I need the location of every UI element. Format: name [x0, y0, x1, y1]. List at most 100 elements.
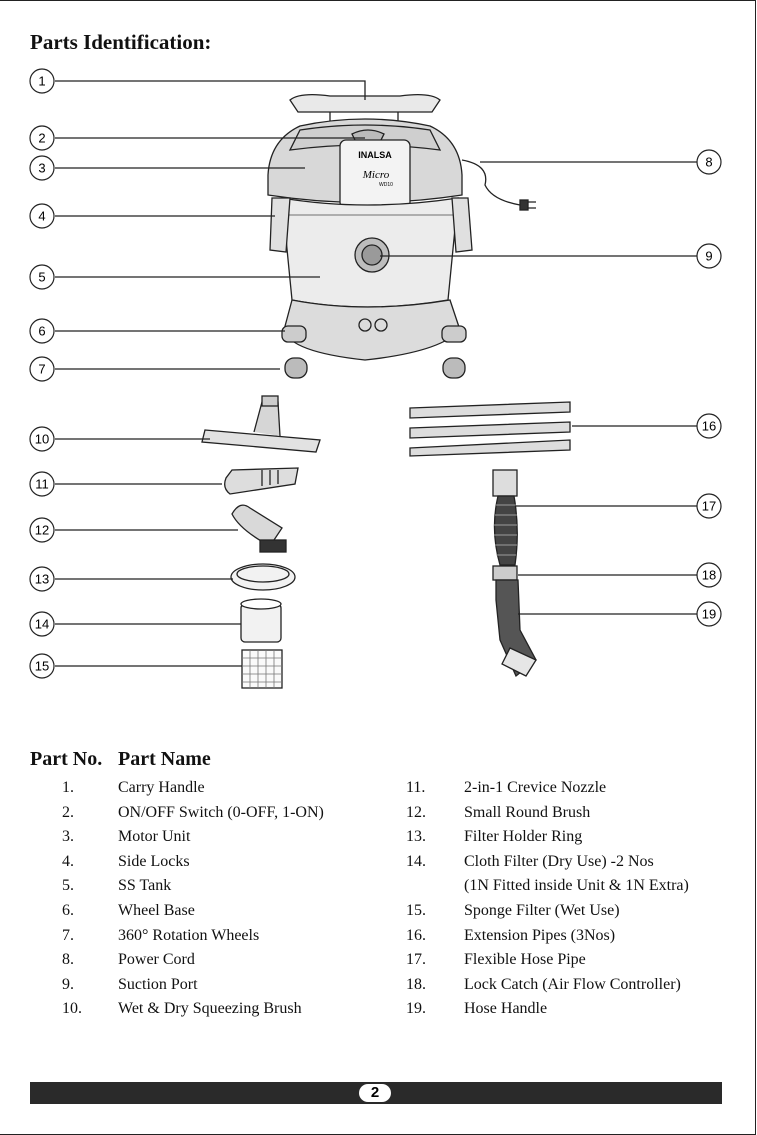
part-name: Power Cord	[118, 951, 195, 969]
model-sub-logo: WD10	[379, 182, 393, 188]
callout-circle	[696, 562, 722, 588]
lock-catch	[492, 565, 518, 581]
part-name: Suction Port	[118, 975, 198, 993]
part-number: 18.	[406, 975, 426, 993]
wheel-right	[442, 357, 466, 379]
part-number: 19.	[406, 1000, 426, 1018]
callout-number: 3	[38, 161, 45, 176]
flexible-hose	[493, 495, 518, 566]
power-cord	[461, 159, 521, 206]
part-number: 8.	[62, 951, 74, 969]
part-number: 9.	[62, 975, 74, 993]
part-number: 7.	[62, 926, 74, 944]
callout-number: 8	[705, 155, 712, 170]
extension-pipe-1	[409, 401, 571, 419]
part-name: Sponge Filter (Wet Use)	[464, 902, 620, 919]
callout-number: 1	[38, 74, 45, 89]
part-name: 2-in-1 Crevice Nozzle	[464, 779, 607, 796]
part-number: 11.	[406, 779, 426, 796]
callout-circle	[29, 203, 55, 229]
part-number: 3.	[62, 828, 74, 846]
part-name: Flexible Hose Pipe	[464, 951, 586, 969]
hose-cuff	[492, 469, 518, 497]
callout-number: 13	[35, 572, 49, 587]
part-name: Small Round Brush	[464, 803, 591, 821]
page-title: Parts Identification:	[30, 30, 212, 54]
part-number: 16.	[406, 926, 426, 944]
callout-number: 16	[702, 419, 716, 434]
callout-circle	[29, 68, 55, 94]
part-name: 360° Rotation Wheels	[118, 926, 260, 944]
callout-circle	[696, 493, 722, 519]
callout-number: 4	[38, 209, 45, 224]
callout-circle	[29, 471, 55, 497]
part-name: ON/OFF Switch (0-OFF, 1-ON)	[118, 803, 324, 821]
callout-circle	[29, 155, 55, 181]
callout-number: 17	[702, 499, 716, 514]
crevice-nozzle	[224, 467, 299, 495]
callout-circle	[696, 413, 722, 439]
side-lock-left	[269, 197, 291, 253]
side-lock-right	[451, 197, 473, 253]
part-name: Carry Handle	[118, 779, 205, 796]
part-name: Wheel Base	[118, 902, 195, 919]
callout-circle	[29, 517, 55, 543]
callout-circle	[696, 149, 722, 175]
part-number: 1.	[62, 779, 74, 796]
callout-number: 7	[38, 362, 45, 377]
extension-pipe-2	[409, 421, 571, 439]
callout-number: 15	[35, 659, 49, 674]
part-number: 15.	[406, 902, 426, 919]
squeezing-brush	[201, 429, 321, 453]
callout-circle	[29, 125, 55, 151]
part-number: 10.	[62, 1000, 82, 1018]
callout-number: 9	[705, 249, 712, 264]
part-number: 13.	[406, 828, 426, 846]
cloth-filter	[240, 603, 282, 643]
part-name: SS Tank	[118, 877, 172, 895]
part-number: 6.	[62, 902, 74, 919]
callout-circle	[696, 243, 722, 269]
carry-handle	[289, 94, 441, 113]
wheel-left	[284, 357, 308, 379]
part-name: Side Locks	[118, 852, 190, 870]
callout-circle	[696, 601, 722, 627]
brand-logo: INALSA	[358, 150, 392, 160]
part-name: Motor Unit	[118, 828, 191, 846]
callout-circle	[29, 356, 55, 382]
part-number: 5.	[62, 877, 74, 895]
parts-diagram: INALSA Micro WD10 1234567891011121314151…	[29, 68, 722, 689]
callout-number: 14	[35, 617, 49, 632]
callout-number: 2	[38, 131, 45, 146]
part-number: 12.	[406, 803, 426, 821]
callout-circle	[29, 426, 55, 452]
callout-number: 11	[35, 477, 49, 492]
callout-circle	[29, 264, 55, 290]
part-name: (1N Fitted inside Unit & 1N Extra)	[464, 877, 689, 895]
round-brush	[231, 504, 283, 547]
model-logo: Micro	[362, 169, 390, 181]
part-name: Wet & Dry Squeezing Brush	[118, 1000, 302, 1018]
wheel-base	[283, 299, 461, 361]
header-part-no: Part No.	[30, 748, 103, 770]
part-number: 4.	[62, 852, 74, 870]
callout-number: 18	[702, 568, 716, 583]
filter-holder-ring	[230, 563, 296, 591]
part-name: Cloth Filter (Dry Use) -2 Nos	[464, 852, 654, 870]
callout-number: 6	[38, 324, 45, 339]
header-part-name: Part Name	[118, 748, 211, 770]
callout-circle	[29, 611, 55, 637]
part-name: Extension Pipes (3Nos)	[464, 926, 616, 944]
callout-number: 10	[35, 432, 49, 447]
part-number: 2.	[62, 803, 74, 821]
extension-pipe-3	[409, 439, 571, 457]
part-name: Filter Holder Ring	[464, 828, 583, 846]
callout-number: 12	[35, 523, 49, 538]
part-name: Hose Handle	[464, 1000, 548, 1018]
part-number: 14.	[406, 852, 426, 870]
callout-circle	[29, 318, 55, 344]
callout-circle	[29, 653, 55, 679]
part-number: 17.	[406, 951, 426, 969]
part-name: Lock Catch (Air Flow Controller)	[464, 975, 681, 993]
callout-number: 19	[702, 607, 716, 622]
